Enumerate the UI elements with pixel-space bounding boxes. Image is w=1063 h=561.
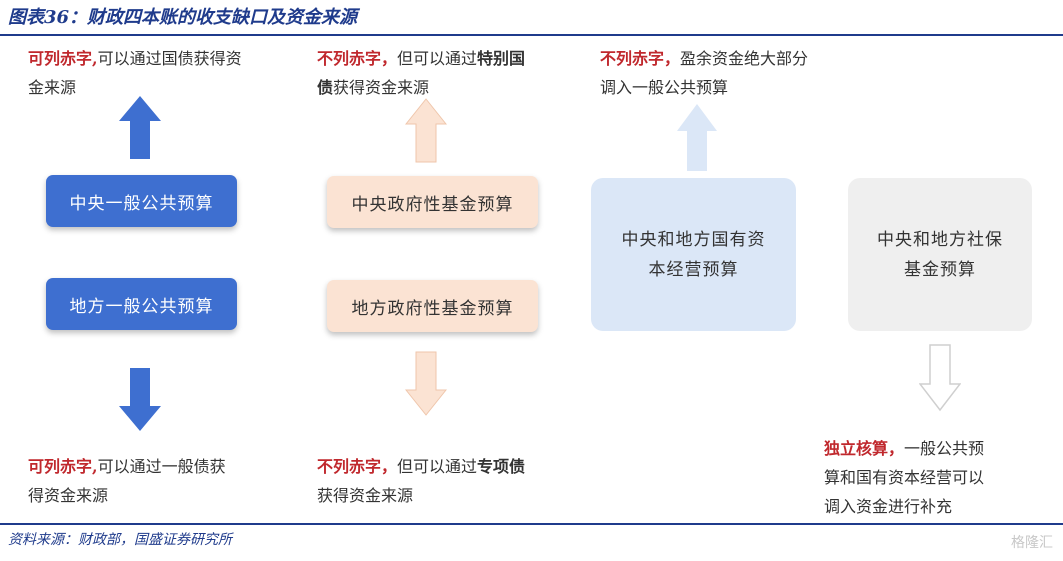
note-social-security: 独立核算，一般公共预 算和国有资本经营可以 调入资金进行补充 [824,434,1059,521]
note-central-fund-bold-a: 特别国 [477,49,526,68]
box-central-fund-budget: 中央政府性基金预算 [327,176,538,228]
box-local-fund-budget: 地方政府性基金预算 [327,280,538,332]
note-local-general-text-b: 得资金来源 [28,486,109,505]
note-central-fund-label: 不列赤字， [317,49,398,68]
note-central-fund-bold-b: 债 [317,78,334,97]
box-soe-line2: 本经营预算 [648,259,739,280]
source-note: 资料来源：财政部，国盛证券研究所 [8,532,232,548]
note-local-fund-text-a: 但可以通过 [397,457,478,476]
note-soe-label: 不列赤字， [600,49,681,68]
arrow-up-icon [119,96,161,159]
note-local-general-label: 可列赤字, [28,457,98,476]
note-social-text-a: 一般公共预 [904,439,985,458]
note-local-fund-bold: 专项债 [477,457,526,476]
figure-title: 图表36：财政四本账的收支缺口及资金来源 [8,7,358,28]
arrow-up-icon [405,98,447,163]
arrow-down-icon [405,351,447,416]
note-local-general-text-a: 可以通过一般债获 [97,457,226,476]
note-soe-text-a: 盈余资金绝大部分 [680,49,809,68]
figure-header: 图表36：财政四本账的收支缺口及资金来源 [0,0,1063,30]
arrow-down-icon [119,368,161,431]
box-soe-budget: 中央和地方国有资 本经营预算 [591,178,796,331]
note-central-fund-text-a: 但可以通过 [397,49,478,68]
note-social-text-c: 调入资金进行补充 [824,497,953,516]
note-central-fund: 不列赤字，但可以通过特别国 债获得资金来源 [317,44,587,102]
box-soe-line1: 中央和地方国有资 [621,229,766,250]
note-central-general-label: 可列赤字, [28,49,98,68]
arrow-down-icon [919,344,961,412]
note-soe-text-b: 调入一般公共预算 [600,78,729,97]
box-social-line2: 基金预算 [904,259,976,280]
bottom-divider [0,523,1063,525]
note-local-fund-label: 不列赤字， [317,457,398,476]
note-social-text-b: 算和国有资本经营可以 [824,468,985,487]
box-social-line1: 中央和地方社保 [877,229,1003,250]
box-central-general-budget: 中央一般公共预算 [46,175,237,227]
top-divider [0,34,1063,36]
note-local-general: 可列赤字,可以通过一般债获 得资金来源 [28,452,308,510]
note-central-fund-text-b: 获得资金来源 [333,78,430,97]
note-central-general-text-b: 金来源 [28,78,77,97]
note-central-general-text-a: 可以通过国债获得资 [97,49,242,68]
box-social-security-budget: 中央和地方社保 基金预算 [848,178,1032,331]
note-local-fund-text-b: 获得资金来源 [317,486,414,505]
arrow-up-icon [677,104,717,171]
note-central-general: 可列赤字,可以通过国债获得资 金来源 [28,44,308,102]
note-social-label: 独立核算， [824,439,905,458]
note-local-fund: 不列赤字，但可以通过专项债 获得资金来源 [317,452,597,510]
note-soe: 不列赤字，盈余资金绝大部分 调入一般公共预算 [600,44,870,102]
box-local-general-budget: 地方一般公共预算 [46,278,237,330]
watermark: 格隆汇 [1011,535,1053,551]
